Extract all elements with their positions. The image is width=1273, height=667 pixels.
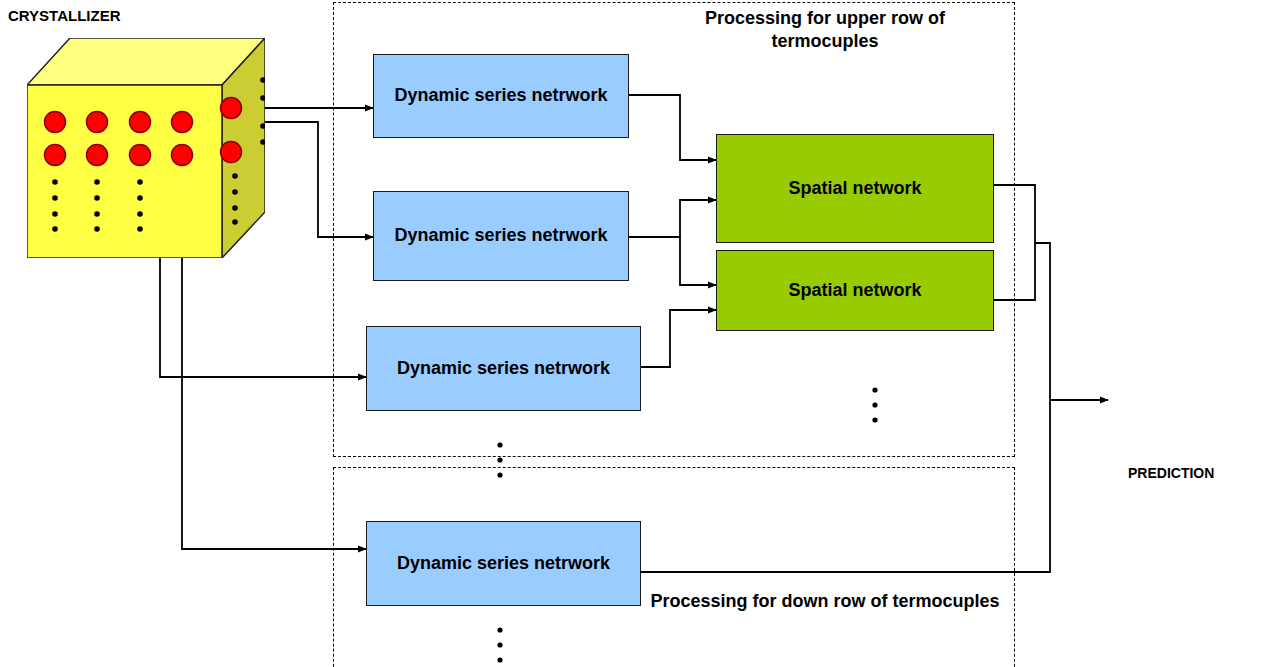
thermocouple (130, 112, 151, 133)
connector-arrow (629, 95, 716, 160)
ellipsis-dot (94, 211, 100, 217)
thermocouple (130, 145, 151, 166)
process-box: Spatial network (716, 250, 994, 331)
group-title: Processing for upper row of termocuples (650, 7, 1000, 54)
ellipsis-dot (260, 77, 265, 83)
ellipsis-dot (52, 211, 58, 217)
ellipsis-dot (137, 226, 143, 232)
ellipsis-dot (137, 179, 143, 185)
ellipsis-dot (137, 211, 143, 217)
connector-arrow (629, 237, 716, 285)
ellipsis-dot (94, 179, 100, 185)
output-label: PREDICTION (1128, 465, 1214, 481)
thermocouple (87, 112, 108, 133)
output-merge-line (640, 243, 1050, 572)
box-label: Dynamic series netrwork (397, 552, 610, 575)
process-box: Dynamic series netrwork (373, 54, 629, 138)
crystallizer-mould: CRYSTALLIZER (27, 38, 265, 258)
thermocouple (87, 145, 108, 166)
ellipsis-dot (260, 139, 265, 145)
ellipsis-dot (232, 173, 238, 179)
box-label: Dynamic series netrwork (394, 84, 607, 107)
ellipsis-dot (52, 226, 58, 232)
ellipsis-dot (260, 95, 265, 101)
ellipsis-dot (52, 179, 58, 185)
box-label: Dynamic series netrwork (397, 357, 610, 380)
thermocouple (172, 112, 193, 133)
thermocouple (221, 98, 242, 119)
ellipsis-dot (232, 189, 238, 195)
ellipsis-dot (94, 195, 100, 201)
cube-front (27, 85, 222, 258)
ellipsis-dot (52, 195, 58, 201)
crystallizer-illustration (27, 38, 265, 258)
thermocouple (172, 145, 193, 166)
thermocouple (221, 142, 242, 163)
processing-group: Processing for upper row of termocuplesD… (333, 2, 1015, 457)
output-bracket (993, 185, 1035, 300)
group-title: Processing for down row of termocuples (650, 590, 1000, 613)
thermocouple (45, 112, 66, 133)
part-name: CRYSTALLIZER (8, 7, 121, 24)
process-box: Spatial network (716, 134, 994, 243)
ellipsis-dot (94, 226, 100, 232)
prediction-arrow (1050, 399, 1108, 401)
box-label: Spatial network (788, 177, 921, 200)
ellipsis-dot (137, 195, 143, 201)
connector-arrow (641, 310, 716, 367)
box-label: Dynamic series netrwork (394, 224, 607, 247)
box-label: Spatial network (788, 279, 921, 302)
connector-arrow (629, 200, 716, 237)
ellipsis-dot (232, 219, 238, 225)
process-box: Dynamic series netrwork (366, 326, 641, 411)
processing-group: Processing for down row of termocuples Dy… (333, 467, 1015, 667)
process-box: Dynamic series netrwork (373, 191, 629, 281)
ellipsis-dot (260, 123, 265, 129)
thermocouple (45, 145, 66, 166)
process-box: Dynamic series netrwork (366, 521, 641, 606)
ellipsis-dot (232, 205, 238, 211)
